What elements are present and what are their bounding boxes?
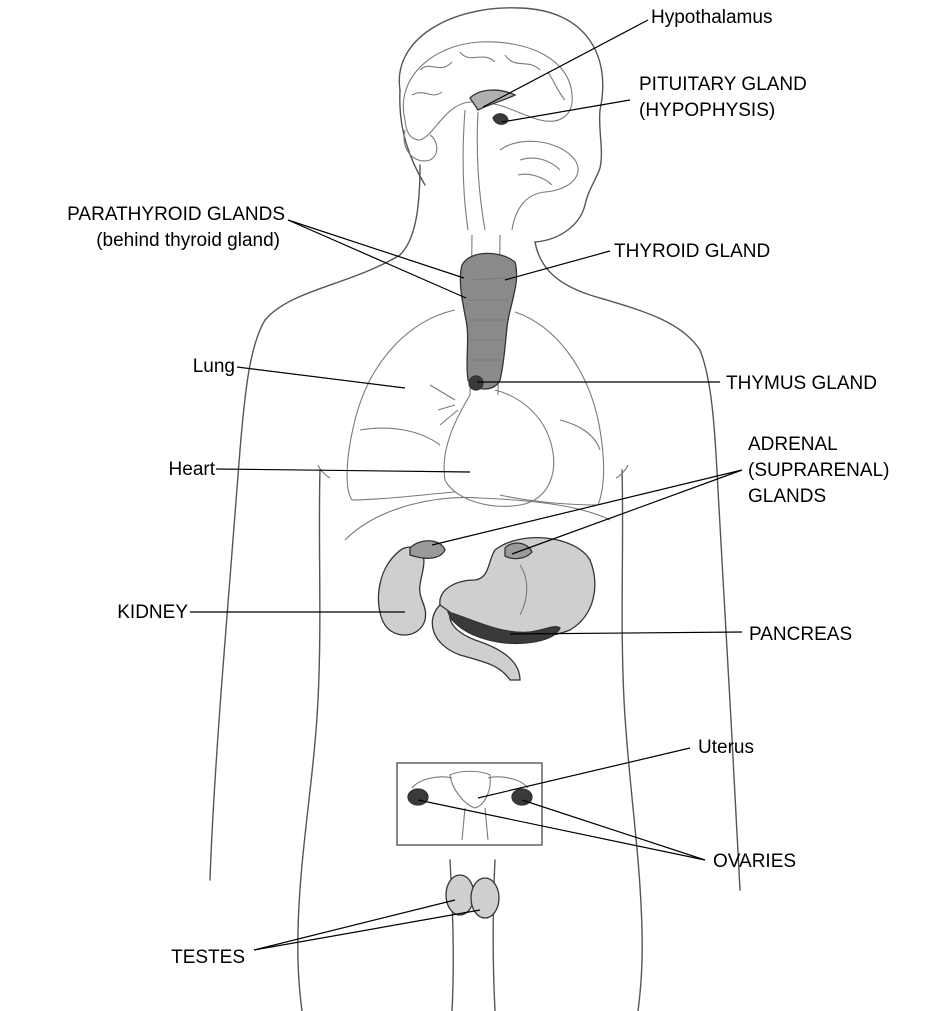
label-parathyroid-line2: (behind thyroid gland) (96, 229, 280, 252)
label-adrenal-line2: (SUPRARENAL) (748, 459, 889, 482)
uterus-inset (397, 763, 542, 845)
label-adrenal-line1: ADRENAL (748, 433, 838, 456)
label-pituitary-line2: (HYPOPHYSIS) (639, 99, 775, 122)
leader-testes-lower (254, 910, 480, 950)
label-kidney: KIDNEY (117, 601, 188, 624)
leader-parathyroid-upper (288, 220, 464, 278)
thyroid-gland-shape (460, 253, 516, 389)
label-hypothalamus: Hypothalamus (651, 6, 772, 29)
leader-lung (237, 367, 405, 388)
leader-pituitary (502, 100, 630, 122)
label-testes: TESTES (171, 946, 245, 969)
label-pituitary-line1: PITUITARY GLAND (639, 73, 807, 96)
leader-heart (216, 469, 470, 472)
label-pancreas: PANCREAS (749, 623, 852, 646)
label-ovaries: OVARIES (713, 850, 796, 873)
leader-hypothalamus (483, 20, 648, 107)
pharynx (500, 141, 578, 230)
brain (403, 42, 572, 230)
leader-testes-upper (254, 900, 455, 950)
label-heart: Heart (169, 458, 215, 481)
label-parathyroid-line1: PARATHYROID GLANDS (67, 203, 285, 226)
label-lung: Lung (193, 355, 235, 378)
leader-thyroid (505, 251, 610, 280)
leader-adrenal-right (512, 470, 742, 554)
label-adrenal-line3: GLANDS (748, 485, 826, 508)
leader-lines (190, 20, 742, 950)
leader-adrenal-left (432, 470, 742, 545)
label-uterus: Uterus (698, 736, 754, 759)
label-thyroid: THYROID GLAND (614, 240, 770, 263)
label-thymus: THYMUS GLAND (726, 372, 877, 395)
body-outline (210, 8, 740, 1011)
stomach-shape (432, 538, 595, 680)
leader-ovaries-right (522, 800, 705, 860)
left-ovary-shape (408, 789, 428, 805)
leader-parathyroid-lower (288, 220, 466, 298)
thymus-gland-shape (469, 376, 483, 390)
heart-shape (444, 390, 554, 506)
